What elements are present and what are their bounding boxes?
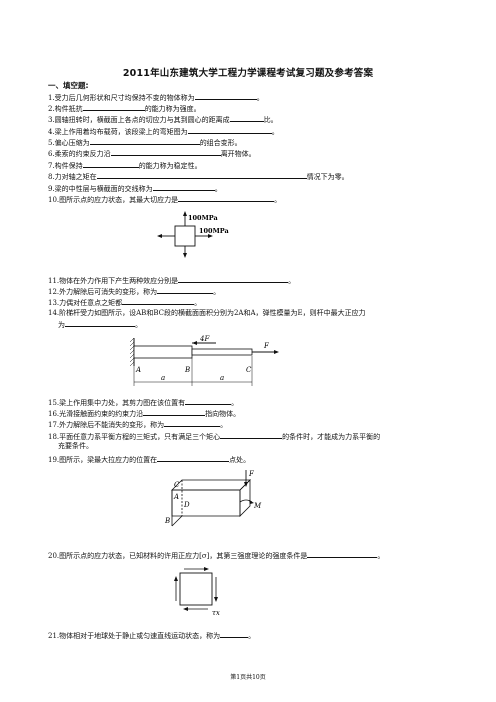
- stress-element-figure-10: 100MPa 100MPa: [157, 211, 229, 258]
- question-10: 10.图所示点的应力状态，其最大切应力是。: [48, 194, 282, 204]
- question-3: 3.圆轴扭转时，横截面上各点的切应力与其到圆心的距离成比。: [48, 114, 278, 124]
- question-11: 11.物体在外力作用下产生两种效应分别是。: [48, 275, 296, 285]
- answer-blank[interactable]: [110, 148, 221, 156]
- force-4F-label: 4F: [199, 335, 210, 343]
- beam-outline: [171, 479, 251, 527]
- answer-blank[interactable]: [229, 114, 264, 122]
- question-21: 21.物体相对于地球处于静止或匀速直线运动状态，称为。: [48, 630, 256, 640]
- shear-element-square: [179, 572, 213, 606]
- point-C-label: C: [174, 481, 180, 489]
- answer-blank[interactable]: [157, 286, 214, 294]
- question-2: 2.构件抵抗的能力称为强度。: [48, 103, 201, 113]
- answer-blank[interactable]: [178, 275, 289, 283]
- answer-blank[interactable]: [164, 419, 221, 427]
- answer-blank[interactable]: [187, 126, 272, 134]
- question-1: 1.受力后几何形状和尺寸均保持不变的物体称为。: [48, 92, 264, 102]
- length-a1-label: a: [161, 374, 165, 382]
- answer-blank[interactable]: [65, 319, 135, 327]
- point-D-label: D: [183, 501, 190, 509]
- point-A-label: A: [173, 493, 179, 501]
- question-12: 12.外力解除后可消失的变形，称为。: [48, 286, 221, 296]
- shear-element-figure-20: τx: [174, 567, 220, 617]
- force-F-label: F: [248, 470, 255, 478]
- section-heading: 一、填空题:: [48, 81, 89, 90]
- point-B-label: B: [164, 517, 170, 525]
- answer-blank[interactable]: [185, 397, 232, 405]
- wall-hatching: [129, 337, 135, 367]
- question-4: 4.梁上作用着均布载荷，该段梁上的弯矩图为。: [48, 126, 279, 136]
- question-17: 17.外力解除后不能消失的变形，称为。: [48, 419, 228, 429]
- answer-blank[interactable]: [82, 160, 139, 168]
- answer-blank[interactable]: [96, 171, 307, 179]
- cantilever-figure-19: F M C A D B: [164, 470, 262, 527]
- question-6: 6.柔索的约束反力沿离开物体。: [48, 148, 256, 158]
- answer-blank[interactable]: [143, 408, 206, 416]
- question-14: 14.阶梯杆受力如图所示，设AB和BC段的横截面面积分别为2A和A，弹性模量为E…: [48, 309, 366, 317]
- top-stress-label: 100MPa: [188, 214, 218, 222]
- question-20: 20.图所示点的应力状态，已知材料的许用正应力[σ]，其第三强度理论的强度条件是…: [48, 550, 385, 560]
- point-A-label: A: [135, 366, 141, 374]
- answer-blank[interactable]: [82, 103, 145, 111]
- question-13: 13.力偶对任意点之矩都。: [48, 297, 202, 307]
- stepped-bar-figure-14: 4F F A B C a a: [129, 335, 279, 386]
- answer-blank[interactable]: [152, 183, 215, 191]
- question-18: 18.平面任意力系平衡方程的三矩式，只有满足三个矩心的条件时，才能成为力系平衡的: [48, 431, 381, 441]
- answer-blank[interactable]: [89, 137, 200, 145]
- question-19: 19.图所示，梁最大拉应力的位置在点处。: [48, 454, 251, 464]
- stress-element-square: [174, 225, 196, 247]
- answer-blank[interactable]: [157, 454, 230, 462]
- point-B-label: B: [184, 366, 190, 374]
- answer-blank[interactable]: [178, 194, 275, 202]
- moment-M-label: M: [253, 502, 262, 510]
- page-title: 2011年山东建筑大学工程力学课程考试复习题及参考答案: [122, 68, 374, 79]
- force-F-label: F: [263, 342, 270, 350]
- question-7: 7.构件保持的能力称为稳定性。: [48, 160, 202, 170]
- answer-blank[interactable]: [220, 630, 249, 638]
- point-C-label: C: [246, 366, 252, 374]
- question-9: 9.梁的中性层与横截面的交线称为。: [48, 183, 222, 193]
- question-8: 8.力对轴之矩在情况下为零。: [48, 171, 349, 181]
- question-5: 5.偏心压缩为的组合变形。: [48, 137, 242, 147]
- answer-blank[interactable]: [194, 92, 257, 100]
- answer-blank[interactable]: [122, 297, 195, 305]
- answer-blank[interactable]: [220, 431, 283, 439]
- question-16: 16.光滑接触面约束的约束力沿指向物体。: [48, 408, 241, 418]
- page-footer: 第1页共10页: [230, 674, 266, 681]
- segment-AB: [133, 345, 193, 359]
- segment-BC: [191, 348, 253, 356]
- length-a2-label: a: [220, 374, 224, 382]
- right-stress-label: 100MPa: [199, 227, 229, 235]
- question-15: 15.梁上作用集中力处，其剪力图在该位置有。: [48, 397, 239, 407]
- question-18-continued: 充要条件。: [58, 442, 93, 450]
- answer-blank[interactable]: [307, 550, 378, 558]
- tau-label: τx: [212, 609, 220, 617]
- question-14-continued: 为。: [58, 319, 142, 329]
